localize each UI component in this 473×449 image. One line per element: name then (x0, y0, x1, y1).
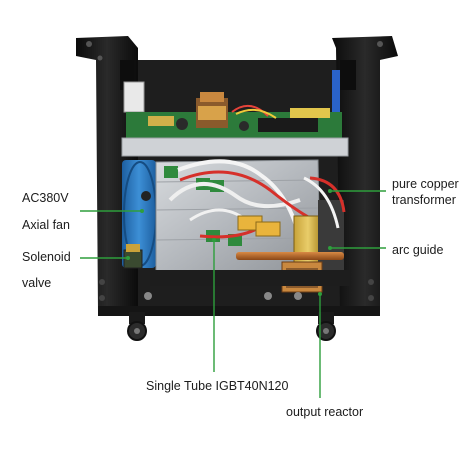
transformer-wire-white (303, 176, 340, 229)
board-capacitor (176, 118, 188, 130)
white-wire (168, 181, 301, 209)
wire (231, 105, 269, 117)
leader-dot (328, 189, 332, 193)
label-output-reactor: output reactor (286, 405, 364, 419)
wheel-bracket (318, 312, 334, 324)
small-transformer-core (200, 92, 224, 102)
lower-screw (144, 292, 152, 300)
red-wire (179, 170, 319, 224)
heatsink-fin (155, 179, 319, 183)
leader-dot (126, 256, 130, 260)
label-ac380v: AC380V (22, 191, 69, 205)
board-component (148, 116, 174, 126)
screw (377, 41, 383, 47)
igbt-driver-board (164, 166, 178, 178)
lower-shelf (150, 270, 350, 286)
leader-dot (212, 238, 216, 242)
lower-screw (264, 292, 272, 300)
right-handle-post (332, 36, 398, 312)
board-capacitor (239, 121, 249, 131)
screw (368, 295, 374, 301)
board-component (290, 108, 330, 118)
label-arc-guide: arc guide (392, 243, 444, 257)
screw (97, 55, 103, 61)
right-blue-wire (332, 70, 340, 120)
wheel-bracket (129, 312, 145, 324)
fan-cable-black (141, 191, 151, 201)
screw (99, 279, 105, 285)
screw (86, 41, 92, 47)
transformer-wire-red (309, 176, 346, 213)
leader-dot (328, 246, 332, 250)
wheel-right-hub (323, 328, 329, 334)
wire (235, 108, 277, 119)
label-solenoid: Solenoid (22, 250, 71, 264)
screw (99, 295, 105, 301)
label-transformer: transformer (392, 193, 456, 207)
shelf-plate (121, 137, 349, 157)
label-pure-copper: pure copper (392, 177, 459, 191)
left-terminal-white (123, 81, 145, 113)
label-axial-fan: Axial fan (22, 218, 70, 232)
axial-fan-body (122, 160, 156, 268)
solenoid-fitting (126, 244, 140, 252)
leader-dot (318, 292, 322, 296)
arc-guide-copper-bar (236, 252, 344, 260)
wheel-left-hub (134, 328, 140, 334)
lower-screw (294, 292, 302, 300)
right-clamp (340, 60, 356, 90)
white-wire (177, 159, 302, 241)
label-igbt: Single Tube IGBT40N120 (146, 379, 289, 393)
terminal-block (255, 221, 281, 237)
board-component (258, 118, 318, 132)
screw (368, 279, 374, 285)
base-frame (98, 306, 380, 316)
small-transformer-winding (198, 106, 226, 120)
leader-dot (140, 209, 144, 213)
label-valve: valve (22, 276, 52, 290)
